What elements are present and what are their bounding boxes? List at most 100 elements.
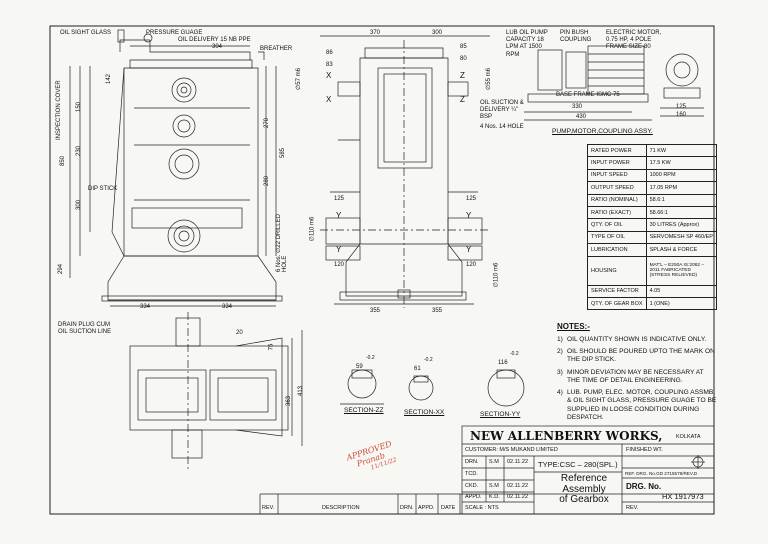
label-breather: BREATHER (260, 46, 293, 52)
dim: 270 (264, 117, 271, 129)
dim: 83 (326, 62, 333, 68)
dim: 304 (212, 44, 223, 50)
section-letter: Z (460, 71, 465, 80)
dim: 125 (676, 104, 687, 110)
spec-value: 30 LITRES (Approx) (645, 218, 717, 232)
company-city: KOLKATA (676, 434, 701, 440)
label-drilled-hole: 6 Nos. ∅22 DRILLED HOLE (276, 214, 288, 272)
label-pump-assy: PUMP,MOTOR,COUPLING ASSY. (552, 128, 653, 135)
dim: 334 (140, 304, 151, 310)
spec-label: HOUSING (587, 255, 647, 286)
drawing-title: Reference Assembly of Gearbox (559, 473, 609, 505)
company-name: NEW ALLENBERRY WORKS, (470, 429, 663, 443)
dim: 430 (576, 114, 587, 120)
section-letter: X (326, 71, 332, 80)
spec-value: 1000 RPM (645, 168, 717, 183)
dim: 125 (466, 196, 477, 202)
spec-label: SERVICE FACTOR (587, 284, 647, 298)
spec-row: RATIO (NOMINAL)58.6:1 (587, 193, 717, 207)
spec-label: LUBRICATION (587, 243, 647, 257)
dim: 230 (76, 145, 83, 157)
appd-column: APPD. (418, 505, 435, 511)
spec-value: SPLASH & FORCE (645, 243, 717, 257)
note-text: OIL QUANTITY SHOWN IS INDICATIVE ONLY. (567, 336, 707, 343)
dim: 75 (268, 343, 275, 351)
spec-label: INPUT SPEED (587, 168, 647, 183)
dim: ∅57 m6 (295, 68, 302, 90)
label-section-xx: SECTION-XX (404, 409, 445, 416)
dim: 120 (466, 262, 477, 268)
spec-value: 58.66:1 (645, 205, 717, 220)
note-number: 1) (557, 336, 563, 343)
label-electric-motor: ELECTRIC MOTOR, 0.75 HP, 4 POLE FRAME SI… (606, 30, 662, 51)
dim: 150 (76, 101, 83, 113)
dim: -0.2 (424, 357, 433, 363)
spec-value: 4.05 (645, 284, 717, 298)
spec-label: QTY. OF GEAR BOX (587, 296, 647, 311)
dim: 142 (106, 73, 113, 85)
scale: SCALE : NTS (465, 505, 499, 511)
spec-value: 17.5 KW (645, 156, 717, 170)
section-letter: Y (466, 245, 472, 254)
notes-block: NOTES:- 1)OIL QUANTITY SHOWN IS INDICATI… (557, 322, 717, 426)
appd-date: 02.11.22 (507, 494, 529, 500)
label-section-zz: SECTION-ZZ (344, 407, 384, 414)
dim: 86 (326, 50, 333, 56)
label-base-frame: BASE FRAME ISMC 75 (556, 92, 620, 98)
ref-drawing: REF. DRG. No.GD 2715578/REV.D (625, 471, 698, 476)
note-text: LUB. PUMP, ELEC. MOTOR, COUPLING ASSMB. … (567, 389, 717, 421)
spec-label: INPUT POWER (587, 156, 647, 170)
dim: 330 (572, 104, 583, 110)
dim: 80 (460, 56, 467, 62)
dim: 300 (432, 30, 443, 36)
spec-value: 58.6:1 (645, 193, 717, 207)
dim: 334 (222, 304, 233, 310)
note-text: MINOR DEVIATION MAY BE NECESSARY AT THE … (567, 368, 704, 384)
ckd-label: CKD. (465, 483, 479, 489)
spec-label: RATIO (NOMINAL) (587, 193, 647, 207)
note-number: 3) (557, 368, 563, 376)
dim: 300 (76, 199, 83, 211)
gearbox-type: TYPE:CSC – 280(SPL.) (538, 460, 618, 469)
dim: -0.2 (510, 351, 519, 357)
dim: 59 (356, 364, 363, 370)
label-lub-oil-pump: LUB OIL PUMP CAPACITY 18 LPM AT 1500 RPM (506, 30, 548, 58)
label-pin-bush-coupling: PIN BUSH COUPLING (560, 30, 592, 44)
label-oil-suction: OIL SUCTION & DELIVERY ¼" BSP (480, 100, 524, 121)
ckd-date: 02.11.22 (507, 483, 529, 489)
rev-column: REV. (262, 505, 275, 511)
dim: -0.2 (366, 355, 375, 361)
spec-value: SERVOMESH SP 460/EP (645, 230, 717, 245)
section-letter: X (326, 95, 332, 104)
dim: ∅110 m6 (309, 216, 316, 242)
spec-value: 1 (ONE) (645, 296, 717, 311)
drn-label: DRN. (465, 459, 479, 465)
spec-value: MAT'L – E250A IS:2062 – 2011 FABRICATED … (645, 255, 717, 286)
dim: 280 (264, 175, 271, 187)
dim: 294 (58, 263, 65, 275)
ckd-by: S.M (489, 483, 499, 489)
dim: 355 (370, 308, 381, 314)
section-letter: Y (336, 245, 342, 254)
note-item: 4)LUB. PUMP, ELEC. MOTOR, COUPLING ASSMB… (557, 389, 717, 422)
dim: 116 (498, 360, 508, 366)
note-item: 2)OIL SHOULD BE POURED UPTO THE MARK ON … (557, 348, 717, 364)
spec-label: RATIO (EXACT) (587, 205, 647, 220)
dim: 363 (286, 395, 293, 407)
drg-no-label: DRG. No. (626, 482, 662, 491)
label-holes: 4 Nos. 14 HOLE (480, 124, 524, 130)
dim: 850 (60, 155, 67, 167)
section-letter: Y (466, 211, 472, 220)
spec-label: RATED POWER (587, 143, 647, 158)
dim: 370 (370, 30, 381, 36)
section-letter: Y (336, 211, 342, 220)
spec-value: 71 KW (645, 143, 717, 158)
